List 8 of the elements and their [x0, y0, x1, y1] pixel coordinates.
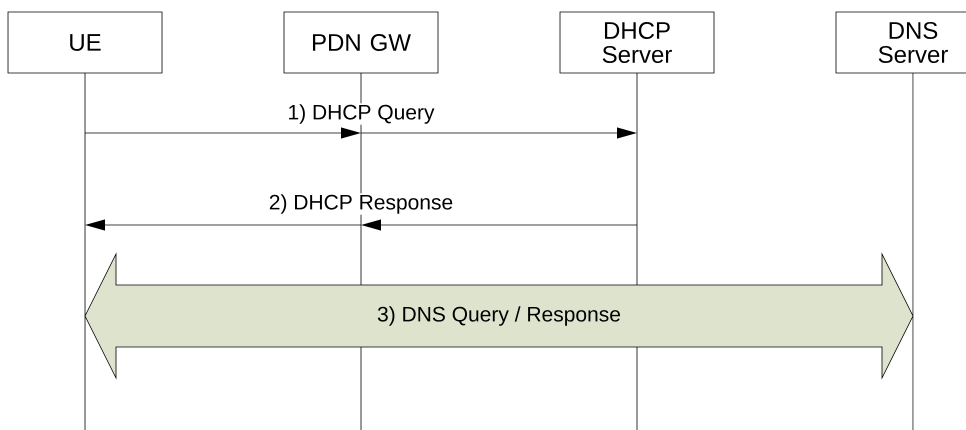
- participant-box: PDN GW: [284, 12, 438, 74]
- edge-label: 1) DHCP Query: [286, 103, 436, 125]
- participant-box: DNS Server: [836, 12, 966, 74]
- participant-box: UE: [8, 12, 162, 74]
- edge-label: 2) DHCP Response: [268, 193, 454, 215]
- double-arrow: [84, 252, 914, 380]
- participant-box: DHCP Server: [560, 12, 714, 74]
- edge-label: 3) DNS Query / Response: [376, 305, 622, 327]
